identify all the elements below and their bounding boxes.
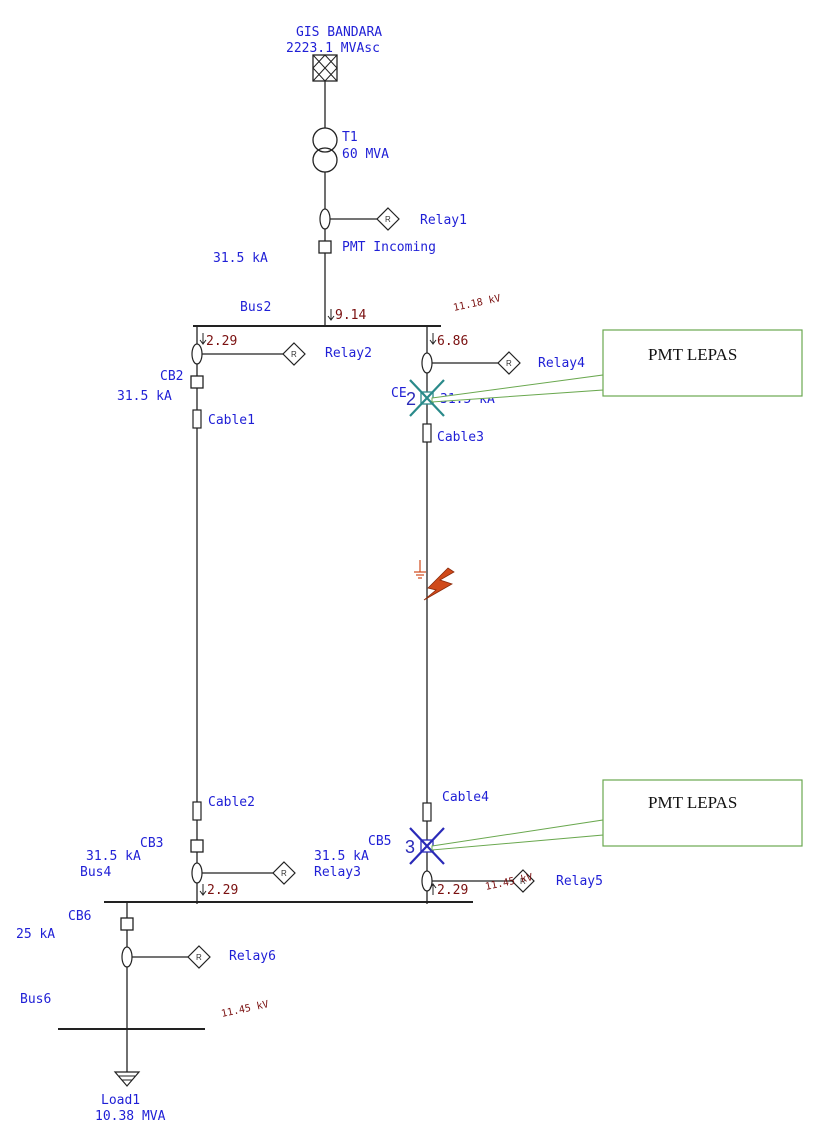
cable3-label: Cable3 (437, 430, 484, 445)
relay6-icon[interactable]: R (187, 945, 211, 969)
bus2-voltage: 11.18 kV (452, 293, 501, 314)
current-transformer-icon (319, 208, 331, 230)
breaker-incoming-rating: 31.5 kA (213, 251, 268, 266)
marker-bottom: 3 (405, 837, 415, 857)
svg-text:R: R (291, 350, 297, 359)
transformer-name: T1 (342, 130, 358, 145)
breaker-cb3-label: CB3 (140, 836, 163, 851)
breaker-cb6-label: CB6 (68, 909, 91, 924)
breaker-cb3-icon[interactable] (190, 839, 204, 853)
flow-left-top: 2.29 (206, 334, 237, 349)
relay4-icon[interactable]: R (497, 351, 521, 375)
open-breaker-x-icon (409, 827, 445, 865)
transformer-icon[interactable] (312, 127, 338, 173)
fault-icon[interactable] (414, 560, 455, 601)
transformer-rating: 60 MVA (342, 147, 389, 162)
load-icon[interactable] (113, 1071, 141, 1087)
svg-text:R: R (281, 869, 287, 878)
breaker-cb6-rating: 25 kA (16, 927, 55, 942)
callout-top (602, 329, 803, 397)
current-transformer-icon (191, 343, 203, 365)
cable3-icon[interactable] (422, 423, 432, 443)
cable2-label: Cable2 (208, 795, 255, 810)
cable4-icon[interactable] (422, 802, 432, 822)
callout-bottom-text: PMT LEPAS (648, 793, 737, 812)
load-name: Load1 (101, 1093, 140, 1108)
utility-source-icon[interactable] (312, 54, 338, 82)
relay5-icon[interactable]: R (511, 869, 535, 893)
load-rating: 10.38 MVA (95, 1109, 166, 1124)
bus4-label: Bus4 (80, 865, 111, 880)
breaker-cb3-rating: 31.5 kA (86, 849, 141, 864)
relay1-icon[interactable]: R (376, 207, 400, 231)
breaker-incoming-label: PMT Incoming (342, 240, 436, 255)
flow-left-bottom: 2.29 (207, 883, 238, 898)
current-transformer-icon (421, 352, 433, 374)
relay2-icon[interactable]: R (282, 342, 306, 366)
relay4-label: Relay4 (538, 356, 585, 371)
relay5-label: Relay5 (556, 874, 603, 889)
breaker-incoming-icon[interactable] (318, 240, 332, 254)
flow-bus2-in: 9.14 (335, 308, 366, 323)
svg-text:R: R (506, 359, 512, 368)
flow-right-top: 6.86 (437, 334, 468, 349)
marker-top: 2 (406, 389, 416, 409)
breaker-cb5-label: CB5 (368, 834, 391, 849)
breaker-cb2-label: CB2 (160, 369, 183, 384)
cable1-label: Cable1 (208, 413, 255, 428)
cable2-icon[interactable] (192, 801, 202, 821)
breaker-cb5-rating: 31.5 kA (314, 849, 369, 864)
current-transformer-icon (121, 946, 133, 968)
open-breaker-x-icon (409, 379, 445, 417)
svg-text:R: R (520, 877, 526, 886)
relay1-label: Relay1 (420, 213, 467, 228)
breaker-cb2-icon[interactable] (190, 375, 204, 389)
bus4-voltage: 11.45 kV (484, 872, 533, 893)
cable4-label: Cable4 (442, 790, 489, 805)
flow-right-bottom: 2.29 (437, 883, 468, 898)
bus6-label: Bus6 (20, 992, 51, 1007)
svg-text:R: R (385, 215, 391, 224)
current-transformer-icon (191, 862, 203, 884)
breaker-cb2-rating: 31.5 kA (117, 389, 172, 404)
breaker-cb6-icon[interactable] (120, 917, 134, 931)
source-rating: 2223.1 MVAsc (286, 41, 380, 56)
source-name: GIS BANDARA (296, 25, 382, 40)
svg-text:R: R (196, 953, 202, 962)
callout-top-text: PMT LEPAS (648, 345, 737, 364)
cable1-icon[interactable] (192, 409, 202, 429)
relay3-label: Relay3 (314, 865, 361, 880)
bus6-voltage: 11.45 kV (220, 999, 269, 1020)
relay3-icon[interactable]: R (272, 861, 296, 885)
relay6-label: Relay6 (229, 949, 276, 964)
bus2-label: Bus2 (240, 300, 271, 315)
callout-bottom (602, 779, 803, 847)
breaker-cb4-label: CE (391, 386, 407, 401)
relay2-label: Relay2 (325, 346, 372, 361)
